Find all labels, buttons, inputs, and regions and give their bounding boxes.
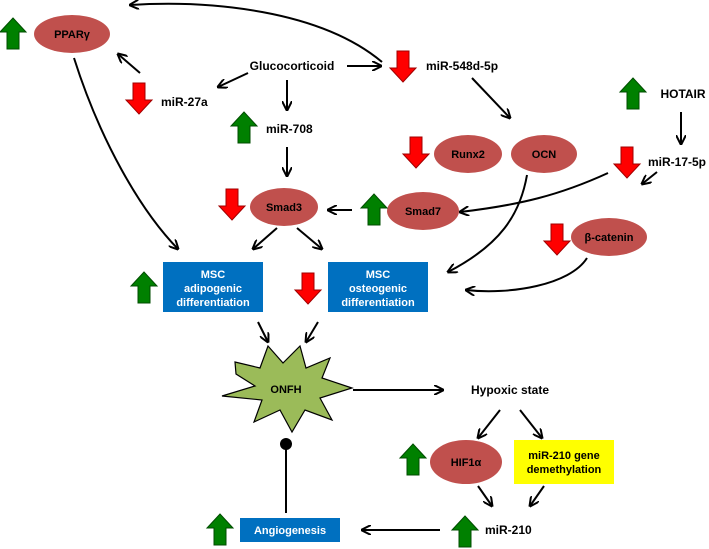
edge-hypoxic-demeth — [519, 409, 542, 438]
edge-bcatenin-msc-osteo — [466, 257, 588, 291]
arrow-up-icon-mir708 — [229, 111, 259, 144]
node-msc-adipo-line3: differentiation — [176, 297, 250, 309]
arrow-down-icon-smad3 — [217, 188, 247, 221]
indicator-arrows — [0, 17, 648, 548]
node-smad3 — [250, 188, 318, 226]
node-msc-adipo-line2: adipogenic — [184, 283, 242, 295]
arrow-up-icon-hif1a — [398, 443, 428, 476]
arrow-down-icon-mir17 — [612, 146, 642, 179]
node-glucocorticoid: Glucocorticoid — [250, 59, 335, 73]
node-runx2-label: Runx2 — [451, 149, 485, 161]
arrow-up-icon-ppar — [0, 17, 28, 50]
edge-mir548-ppar — [130, 4, 383, 63]
edge-hypoxic-hif1a — [478, 409, 501, 438]
node-smad3-label: Smad3 — [266, 202, 302, 214]
arrow-up-icon-smad7 — [359, 193, 389, 226]
edges — [73, 4, 681, 530]
node-hypoxic: Hypoxic state — [471, 383, 549, 397]
node-hif1a — [430, 440, 502, 484]
arrow-up-icon-mir210 — [450, 515, 480, 548]
node-mir210: miR-210 — [485, 523, 532, 537]
node-onfh-label: ONFH — [270, 384, 301, 396]
edge-mir27a-ppar — [118, 54, 141, 74]
nodes: PPARγ Glucocorticoid miR-27a miR-548d-5p… — [34, 15, 706, 542]
node-msc-osteo — [328, 262, 428, 312]
node-msc-osteo-line1: MSC — [366, 269, 391, 281]
arrow-down-icon-mir27a — [124, 82, 154, 115]
arrow-down-icon-msc-osteo — [293, 272, 323, 305]
edge-smad3-msc-osteo — [296, 227, 322, 249]
node-smad7-label: Smad7 — [405, 206, 441, 218]
arrow-down-icon-bcatenin — [542, 223, 572, 256]
node-ppar-label: PPARγ — [54, 29, 91, 41]
edge-mir17-smad7 — [460, 172, 609, 212]
edge-mir548-ocn — [471, 77, 510, 118]
node-msc-osteo-line3: differentiation — [341, 297, 415, 309]
inhibition-end — [280, 438, 292, 450]
node-mir210-demeth — [514, 440, 614, 484]
node-mir708: miR-708 — [266, 122, 313, 136]
node-ppar — [34, 15, 110, 53]
node-msc-osteo-line2: osteogenic — [349, 283, 407, 295]
edge-smad3-msc-adipo — [253, 227, 278, 249]
node-mir210-demeth-line1: miR-210 gene — [528, 450, 600, 462]
node-mir548: miR-548d-5p — [426, 59, 498, 73]
node-angiogenesis — [240, 518, 340, 542]
node-angiogenesis-label: Angiogenesis — [254, 525, 326, 537]
node-smad7 — [387, 192, 459, 230]
node-msc-adipo-line1: MSC — [201, 269, 226, 281]
node-runx2 — [434, 135, 502, 173]
node-onfh-starburst — [221, 344, 354, 434]
edge-mir17-bcatenin — [642, 171, 658, 184]
node-mir17: miR-17-5p — [648, 155, 706, 169]
node-ocn-label: OCN — [532, 149, 557, 161]
arrow-up-icon-hotair — [618, 77, 648, 110]
edge-hif1a-mir210 — [477, 485, 492, 506]
node-hotair: HOTAIR — [660, 87, 705, 101]
node-msc-adipo — [163, 262, 263, 312]
arrow-up-icon-angiogenesis — [205, 513, 235, 546]
node-mir210-demeth-line2: demethylation — [527, 464, 602, 476]
node-bcatenin — [571, 218, 647, 256]
arrow-up-icon-msc-adipo — [129, 271, 159, 304]
edge-ocn-msc-osteo — [448, 174, 528, 272]
node-mir27a: miR-27a — [161, 95, 208, 109]
node-ocn — [511, 135, 577, 173]
arrow-down-icon-runx2 — [401, 136, 431, 169]
edge-msc-osteo-onfh — [306, 321, 319, 342]
arrow-down-icon-mir548 — [388, 50, 418, 83]
edge-msc-adipo-onfh — [257, 321, 268, 342]
node-bcatenin-label: β-catenin — [585, 232, 634, 244]
edge-glucocorticoid-mir27a — [218, 72, 249, 87]
node-hif1a-label: HIF1α — [451, 457, 482, 469]
edge-demeth-mir210 — [530, 485, 545, 506]
edge-ppar-msc-adipo — [73, 57, 178, 249]
